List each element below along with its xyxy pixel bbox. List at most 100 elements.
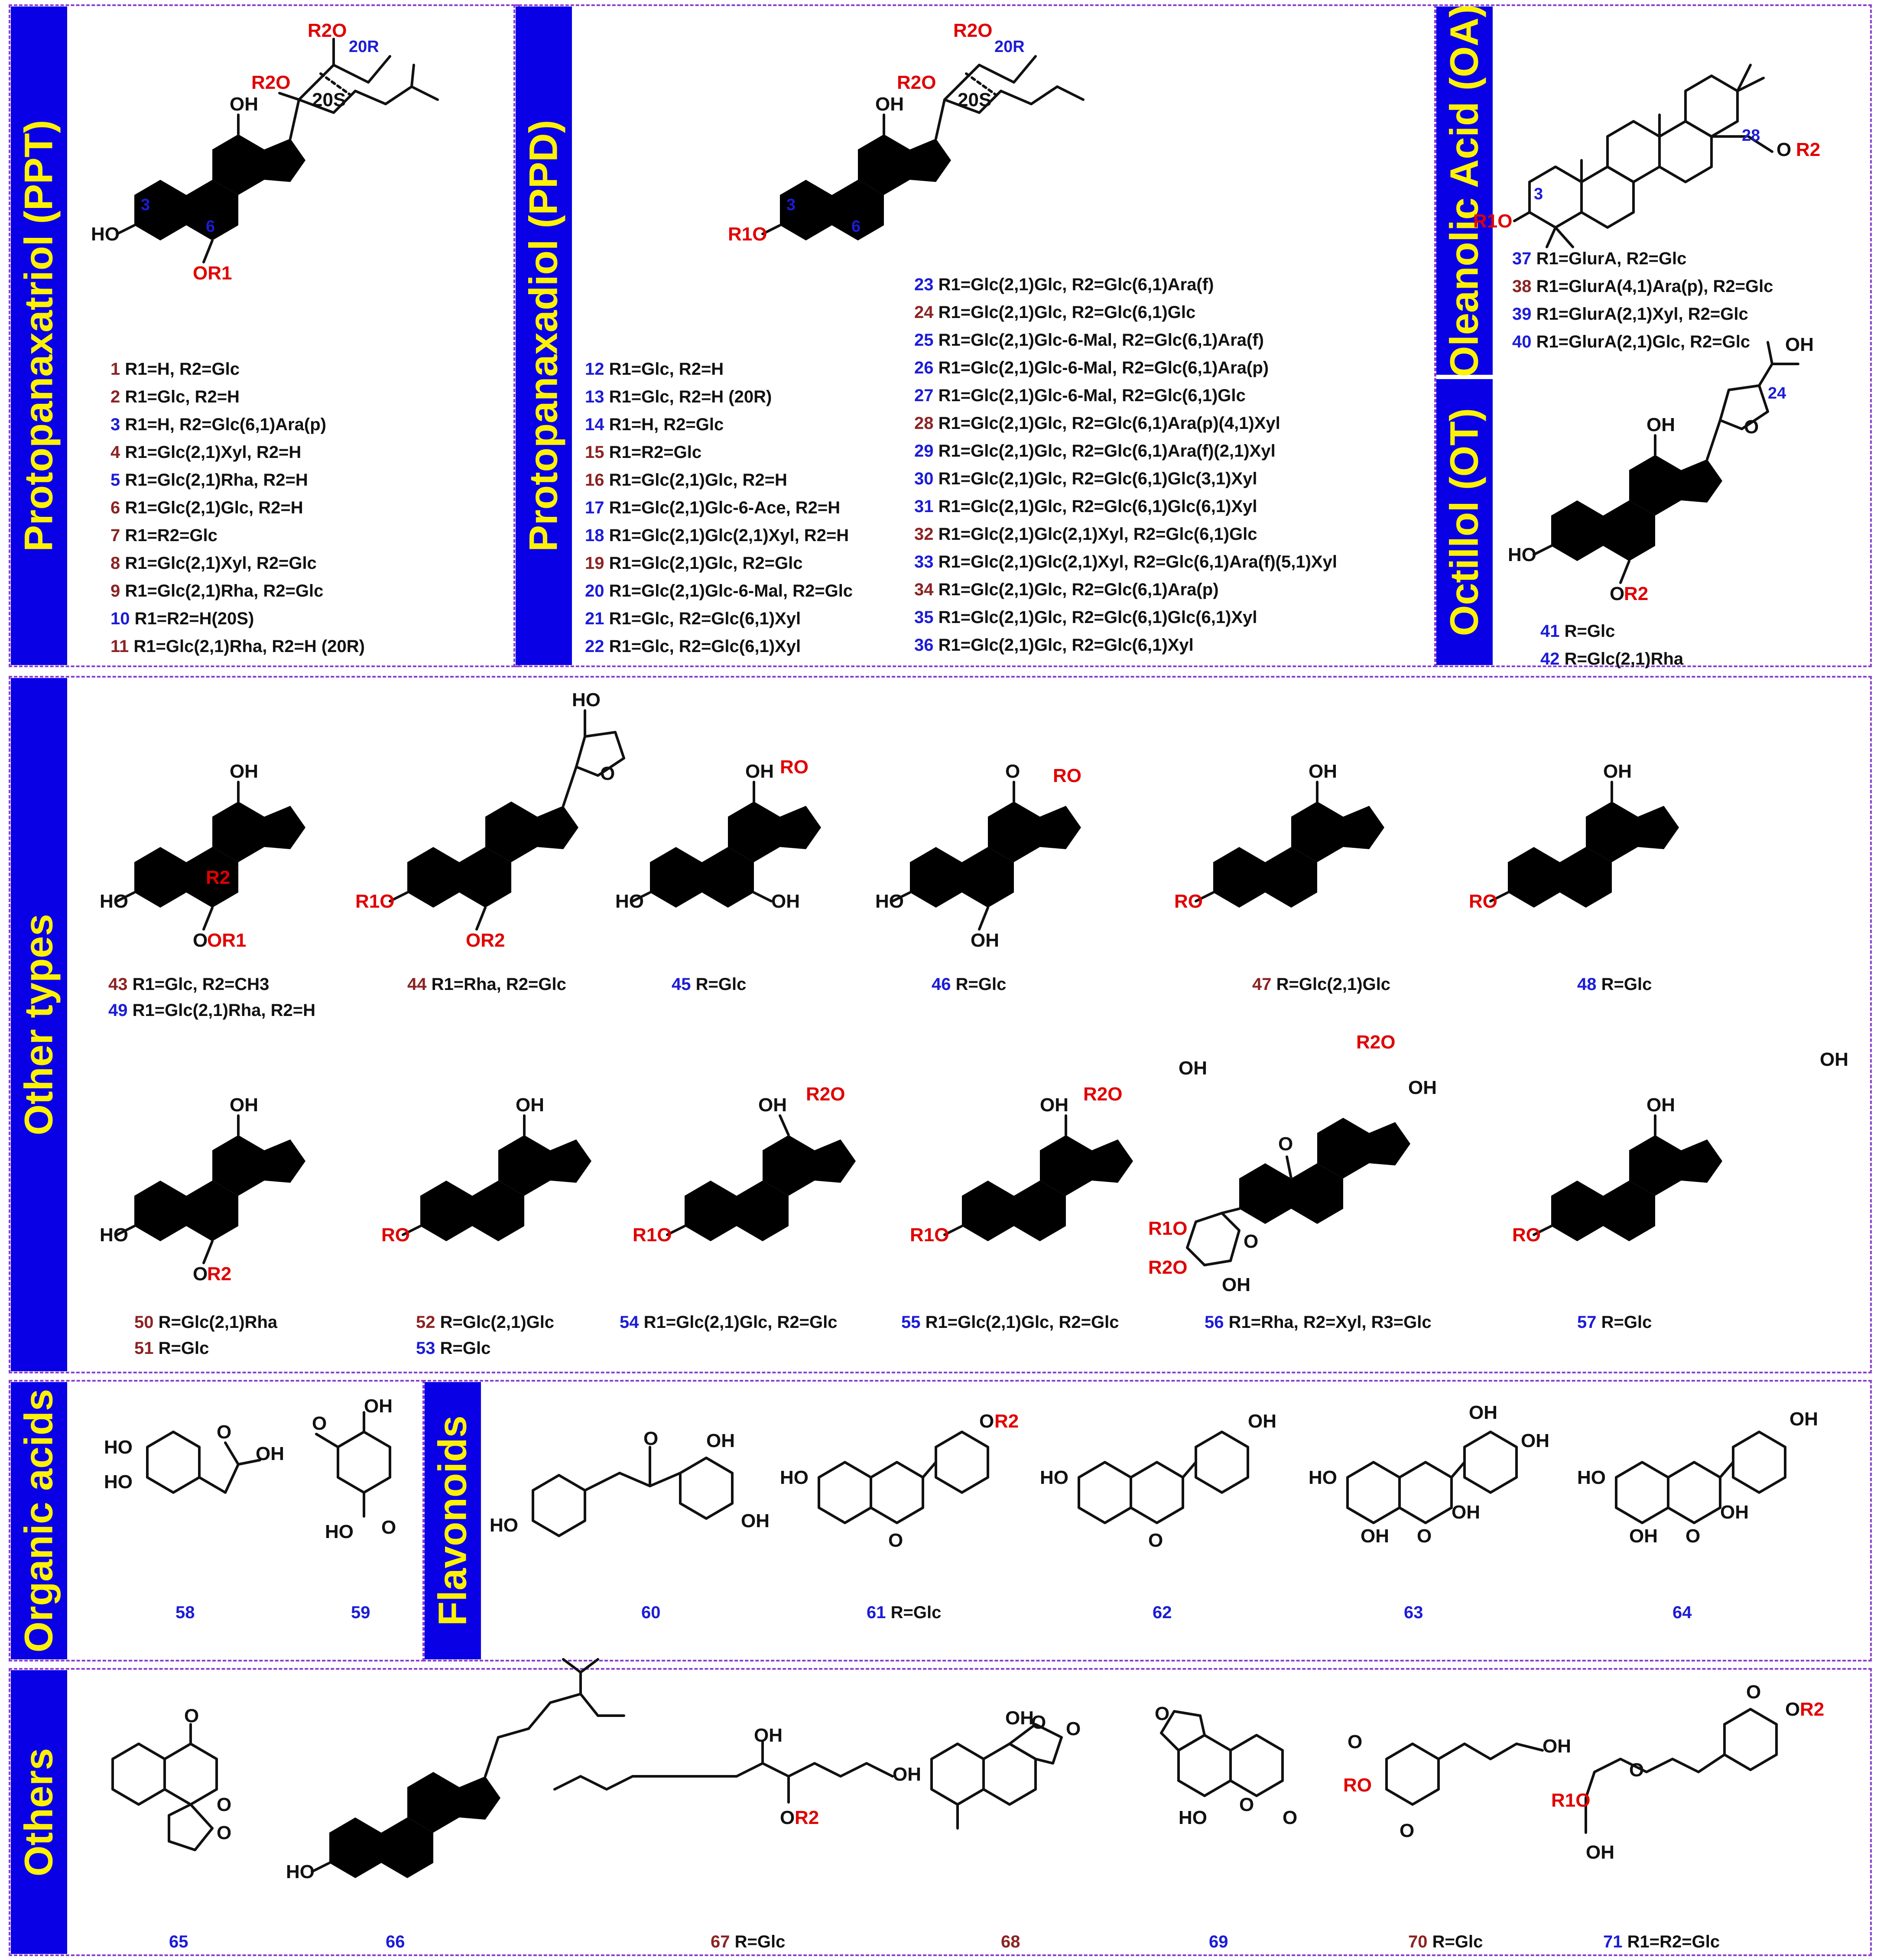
structure-43-49: OH HO O OR1 R2 xyxy=(100,737,429,951)
s63-o: O xyxy=(1417,1525,1432,1547)
s56-oh20: OH xyxy=(1408,1077,1437,1098)
compound-25: 25 R1=Glc(2,1)Glc-6-Mal, R2=Glc(6,1)Ara(… xyxy=(914,326,1337,354)
s50-ho: HO xyxy=(100,1224,128,1246)
compound-2: 2 R1=Glc, R2=H xyxy=(110,383,365,411)
section-title-other: Other types xyxy=(16,914,61,1136)
compound-substituents: R1=Glc, R2=H xyxy=(120,387,240,406)
s62-ho: HO xyxy=(1040,1467,1068,1488)
structure-68: OH O O xyxy=(930,1707,1081,1830)
ppt-20s: 20S xyxy=(312,89,346,110)
s70-oh: OH xyxy=(1543,1736,1571,1757)
s67-oh2: OH xyxy=(893,1764,921,1785)
compound-63: 63 xyxy=(1404,1603,1423,1623)
compound-8: 8 R1=Glc(2,1)Xyl, R2=Glc xyxy=(110,549,365,577)
structure-64: HO OH O OH OH xyxy=(1577,1408,1818,1547)
compound-substituents: R=Glc xyxy=(435,1339,491,1358)
structure-52-53: OH RO xyxy=(381,1070,715,1259)
compound-number: 21 xyxy=(585,609,604,628)
structure-44: HO O R1O OR2 xyxy=(355,689,625,951)
s45-oh7: OH xyxy=(771,891,800,912)
compound-27: 27 R1=Glc(2,1)Glc-6-Mal, R2=Glc(6,1)Glc xyxy=(914,382,1337,409)
compound-number: 57 xyxy=(1577,1313,1597,1332)
s46-o12: O xyxy=(1005,761,1020,782)
sidebar-other-types: Other types xyxy=(11,678,67,1371)
compound-substituents: R1=Glc, R2=Glc(6,1)Xyl xyxy=(604,609,801,628)
compound-substituents: R1=Glc(2,1)Glc-6-Ace, R2=H xyxy=(604,498,841,517)
compound-55: 55 R1=Glc(2,1)Glc, R2=Glc xyxy=(901,1313,1119,1332)
compound-62: 62 xyxy=(1153,1603,1172,1623)
s58-ho1: HO xyxy=(104,1437,133,1458)
compound-66: 66 xyxy=(386,1932,405,1952)
compound-substituents: R1=Rha, R2=Xyl, R3=Glc xyxy=(1224,1313,1432,1332)
compound-71: 71 R1=R2=Glc xyxy=(1603,1932,1720,1952)
compound-number: 58 xyxy=(175,1603,195,1622)
compound-substituents: R=Glc xyxy=(730,1932,786,1951)
s63-oh4p: OH xyxy=(1521,1430,1549,1451)
structure-47: OH RO xyxy=(1174,737,1508,925)
s65-o: O xyxy=(184,1705,199,1726)
compound-substituents: R=Glc xyxy=(1596,1313,1652,1332)
compound-9: 9 R1=Glc(2,1)Rha, R2=Glc xyxy=(110,577,365,605)
compound-65: 65 xyxy=(169,1932,188,1952)
compound-33: 33 R1=Glc(2,1)Glc(2,1)Xyl, R2=Glc(6,1)Ar… xyxy=(914,548,1337,576)
compound-number: 61 xyxy=(867,1603,886,1622)
compound-substituents: R=Glc xyxy=(1559,622,1615,641)
s65-o3: O xyxy=(217,1822,231,1843)
section-title-organic: Organic acids xyxy=(16,1389,61,1653)
structure-61: HO O O R2 xyxy=(780,1411,1019,1551)
compound-substituents: R=Glc xyxy=(691,975,747,994)
s47-oh: OH xyxy=(1309,761,1337,782)
compound-number: 55 xyxy=(901,1313,921,1332)
compound-5: 5 R1=Glc(2,1)Rha, R2=H xyxy=(110,466,365,494)
compound-number: 69 xyxy=(1209,1932,1228,1951)
compound-number: 22 xyxy=(585,637,604,656)
ppt-oh12: OH xyxy=(230,94,258,115)
s46-ho: HO xyxy=(875,891,904,912)
s64-oh4p: OH xyxy=(1789,1408,1818,1430)
sidebar-ppd: Protopanaxadiol (PPD) xyxy=(516,6,572,665)
compound-substituents: R1=GlurA(2,1)Xyl, R2=Glc xyxy=(1531,305,1748,324)
ppt-ho3: HO xyxy=(91,224,120,245)
compound-54: 54 R1=Glc(2,1)Glc, R2=Glc xyxy=(620,1313,838,1332)
compound-38: 38 R1=GlurA(4,1)Ara(p), R2=Glc xyxy=(1512,273,1773,300)
compound-number: 36 xyxy=(914,636,934,655)
s70-o2: O xyxy=(1400,1820,1414,1841)
s71-or2: O xyxy=(1785,1699,1800,1720)
ppd-20s: 20S xyxy=(958,89,991,110)
ot-oh25: OH xyxy=(1785,334,1814,355)
ppt-c3: 3 xyxy=(141,196,150,214)
compound-number: 29 xyxy=(914,441,934,461)
s43-ho: HO xyxy=(100,891,128,912)
compound-substituents: R1=Glc(2,1)Glc, R2=Glc(6,1)Glc(6,1)Xyl xyxy=(933,608,1257,627)
s64-oh5: OH xyxy=(1629,1525,1658,1547)
compound-number: 28 xyxy=(914,414,934,433)
s61-ho: HO xyxy=(780,1467,809,1488)
compound-number: 35 xyxy=(914,608,934,627)
structure-71: O O R2 O R1O OH xyxy=(1551,1681,1824,1863)
s46-ro: RO xyxy=(1053,765,1081,786)
compound-substituents: R1=Glc(2,1)Glc, R2=H xyxy=(604,471,787,490)
other-types-panel xyxy=(9,676,1872,1373)
compound-number: 12 xyxy=(585,360,604,379)
compound-number: 47 xyxy=(1252,975,1272,994)
compound-number: 24 xyxy=(914,303,934,322)
s68-o2: O xyxy=(1066,1718,1081,1739)
oa-ot-panel xyxy=(1434,4,1872,667)
s58-o: O xyxy=(217,1421,231,1443)
ot-o: O xyxy=(1744,416,1759,438)
compound-number: 70 xyxy=(1408,1932,1428,1951)
ppt-or1: OR1 xyxy=(193,263,232,284)
compound-substituents: R=Glc xyxy=(886,1603,942,1622)
compound-substituents: R=Glc(2,1)Rha xyxy=(1559,649,1684,668)
compound-56: 56 R1=Rha, R2=Xyl, R3=Glc xyxy=(1205,1313,1432,1332)
others-panel xyxy=(9,1668,1872,1956)
ppt-structure: OH R2O R2O 20S 20R HO 3 6 OR1 xyxy=(91,20,439,284)
compound-number: 34 xyxy=(914,580,934,599)
structure-50-51: OH HO O R2 xyxy=(100,1070,429,1285)
compound-14: 14 R1=H, R2=Glc xyxy=(585,411,853,438)
compound-substituents: R1=Glc, R2=H (20R) xyxy=(604,387,772,406)
compound-substituents: R1=Glc(2,1)Glc(2,1)Xyl, R2=Glc(6,1)Glc xyxy=(933,525,1257,544)
s71-o1: O xyxy=(1746,1681,1761,1703)
compound-number: 51 xyxy=(134,1339,154,1358)
